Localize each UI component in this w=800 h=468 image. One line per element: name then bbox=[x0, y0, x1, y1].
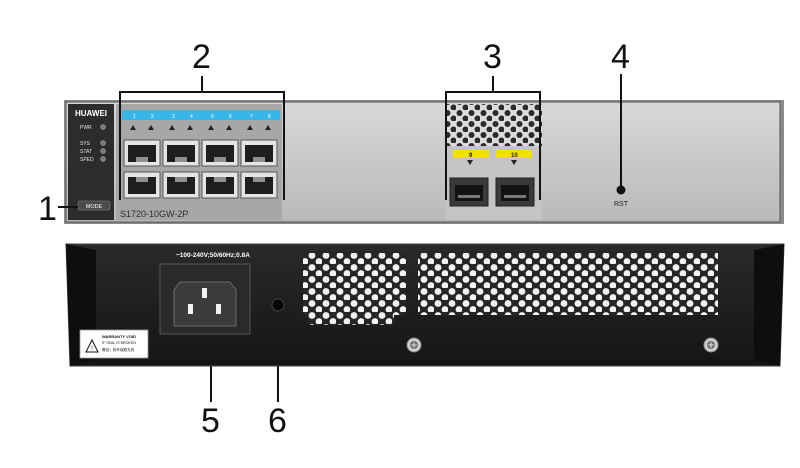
mode-button[interactable] bbox=[77, 200, 111, 211]
callout-6: 6 bbox=[268, 402, 287, 440]
led-label-sys: SYS bbox=[80, 141, 91, 147]
port-number-1: 1 bbox=[133, 114, 136, 120]
rear-vent-left bbox=[303, 253, 406, 315]
rear-vent-right bbox=[418, 253, 718, 315]
callout-3: 3 bbox=[483, 38, 502, 76]
rear-screw-right bbox=[703, 337, 719, 353]
rear-screw-left bbox=[406, 337, 422, 353]
rst-label: RST bbox=[614, 201, 629, 208]
led-label-pwr: PWR bbox=[80, 125, 92, 131]
sfp-label-9 bbox=[453, 150, 489, 158]
port-indicator-arrow-icon bbox=[130, 125, 136, 130]
port-indicator-arrow-icon bbox=[208, 125, 214, 130]
port-number-2: 2 bbox=[151, 114, 154, 120]
sfp-port-9 bbox=[449, 177, 489, 207]
callout-5: 5 bbox=[201, 402, 220, 440]
svg-text:!: ! bbox=[91, 346, 93, 352]
sfp-arrow-icon bbox=[467, 160, 473, 165]
rj45-port bbox=[201, 171, 239, 199]
port-indicator-arrow-icon bbox=[247, 125, 253, 130]
sfp-port-number-9: 9 bbox=[469, 153, 473, 159]
port-number-6: 6 bbox=[229, 114, 232, 120]
reset-button[interactable] bbox=[616, 185, 626, 195]
rj45-port bbox=[162, 171, 200, 199]
warranty-line-1: WARRANTY VOID bbox=[102, 334, 136, 339]
rj45-port bbox=[123, 139, 161, 167]
callout-4: 4 bbox=[611, 38, 630, 76]
warranty-line-3: 警告！拆开保修无效 bbox=[102, 347, 135, 352]
copper-port-numbers: 1 2 3 4 5 6 7 8 bbox=[133, 114, 271, 120]
port-number-3: 3 bbox=[172, 114, 175, 120]
ground-point-icon bbox=[271, 298, 285, 312]
port-label-strip bbox=[122, 110, 280, 120]
led-label-sped: SPED bbox=[80, 157, 94, 163]
stat-led-icon bbox=[100, 148, 106, 154]
port-number-5: 5 bbox=[211, 114, 214, 120]
port-number-7: 7 bbox=[250, 114, 253, 120]
copper-ports bbox=[123, 125, 278, 199]
front-panel bbox=[64, 100, 784, 224]
port-number-4: 4 bbox=[190, 114, 193, 120]
warranty-sticker: ! WARRANTY VOID IF SEAL IS BROKEN 警告！拆开保… bbox=[79, 329, 149, 359]
rj45-port bbox=[201, 139, 239, 167]
port-indicator-arrow-icon bbox=[265, 125, 271, 130]
power-rating-label: ~100-240V;50/60Hz;0.8A bbox=[176, 252, 250, 259]
power-socket[interactable] bbox=[159, 263, 251, 335]
sys-led-icon bbox=[100, 140, 106, 146]
rj45-port bbox=[240, 171, 278, 199]
led-group: PWR SYS STAT SPED bbox=[80, 124, 106, 163]
port-indicator-arrow-icon bbox=[169, 125, 175, 130]
sfp-port-number-10: 10 bbox=[511, 153, 518, 159]
model-label: S1720-10GW-2P bbox=[120, 209, 188, 219]
vent-grille-front bbox=[446, 104, 542, 146]
sfp-label-10 bbox=[496, 150, 532, 158]
led-label-stat: STAT bbox=[80, 149, 92, 155]
warning-triangle-icon bbox=[85, 338, 99, 353]
brand-label: HUAWEI bbox=[75, 109, 107, 118]
port-number-8: 8 bbox=[268, 114, 271, 120]
warranty-line-2: IF SEAL IS BROKEN bbox=[102, 341, 136, 345]
rj45-port bbox=[240, 139, 278, 167]
socket-pin-icon bbox=[188, 304, 193, 314]
sfp-arrow-icon bbox=[511, 160, 517, 165]
pwr-led-icon bbox=[100, 124, 106, 130]
port-indicator-arrow-icon bbox=[226, 125, 232, 130]
sped-led-icon bbox=[100, 156, 106, 162]
callout-1: 1 bbox=[38, 190, 57, 228]
socket-ground-pin-icon bbox=[202, 288, 207, 298]
port-indicator-arrow-icon bbox=[148, 125, 154, 130]
socket-pin-icon bbox=[216, 304, 221, 314]
port-indicator-arrow-icon bbox=[187, 125, 193, 130]
rj45-port bbox=[123, 171, 161, 199]
callout-2: 2 bbox=[192, 38, 211, 76]
mode-button-label: MODE bbox=[86, 204, 103, 210]
sfp-port-10 bbox=[495, 177, 535, 207]
rj45-port bbox=[162, 139, 200, 167]
front-control-strip bbox=[68, 104, 114, 220]
rear-vent-left-lower bbox=[308, 315, 394, 325]
